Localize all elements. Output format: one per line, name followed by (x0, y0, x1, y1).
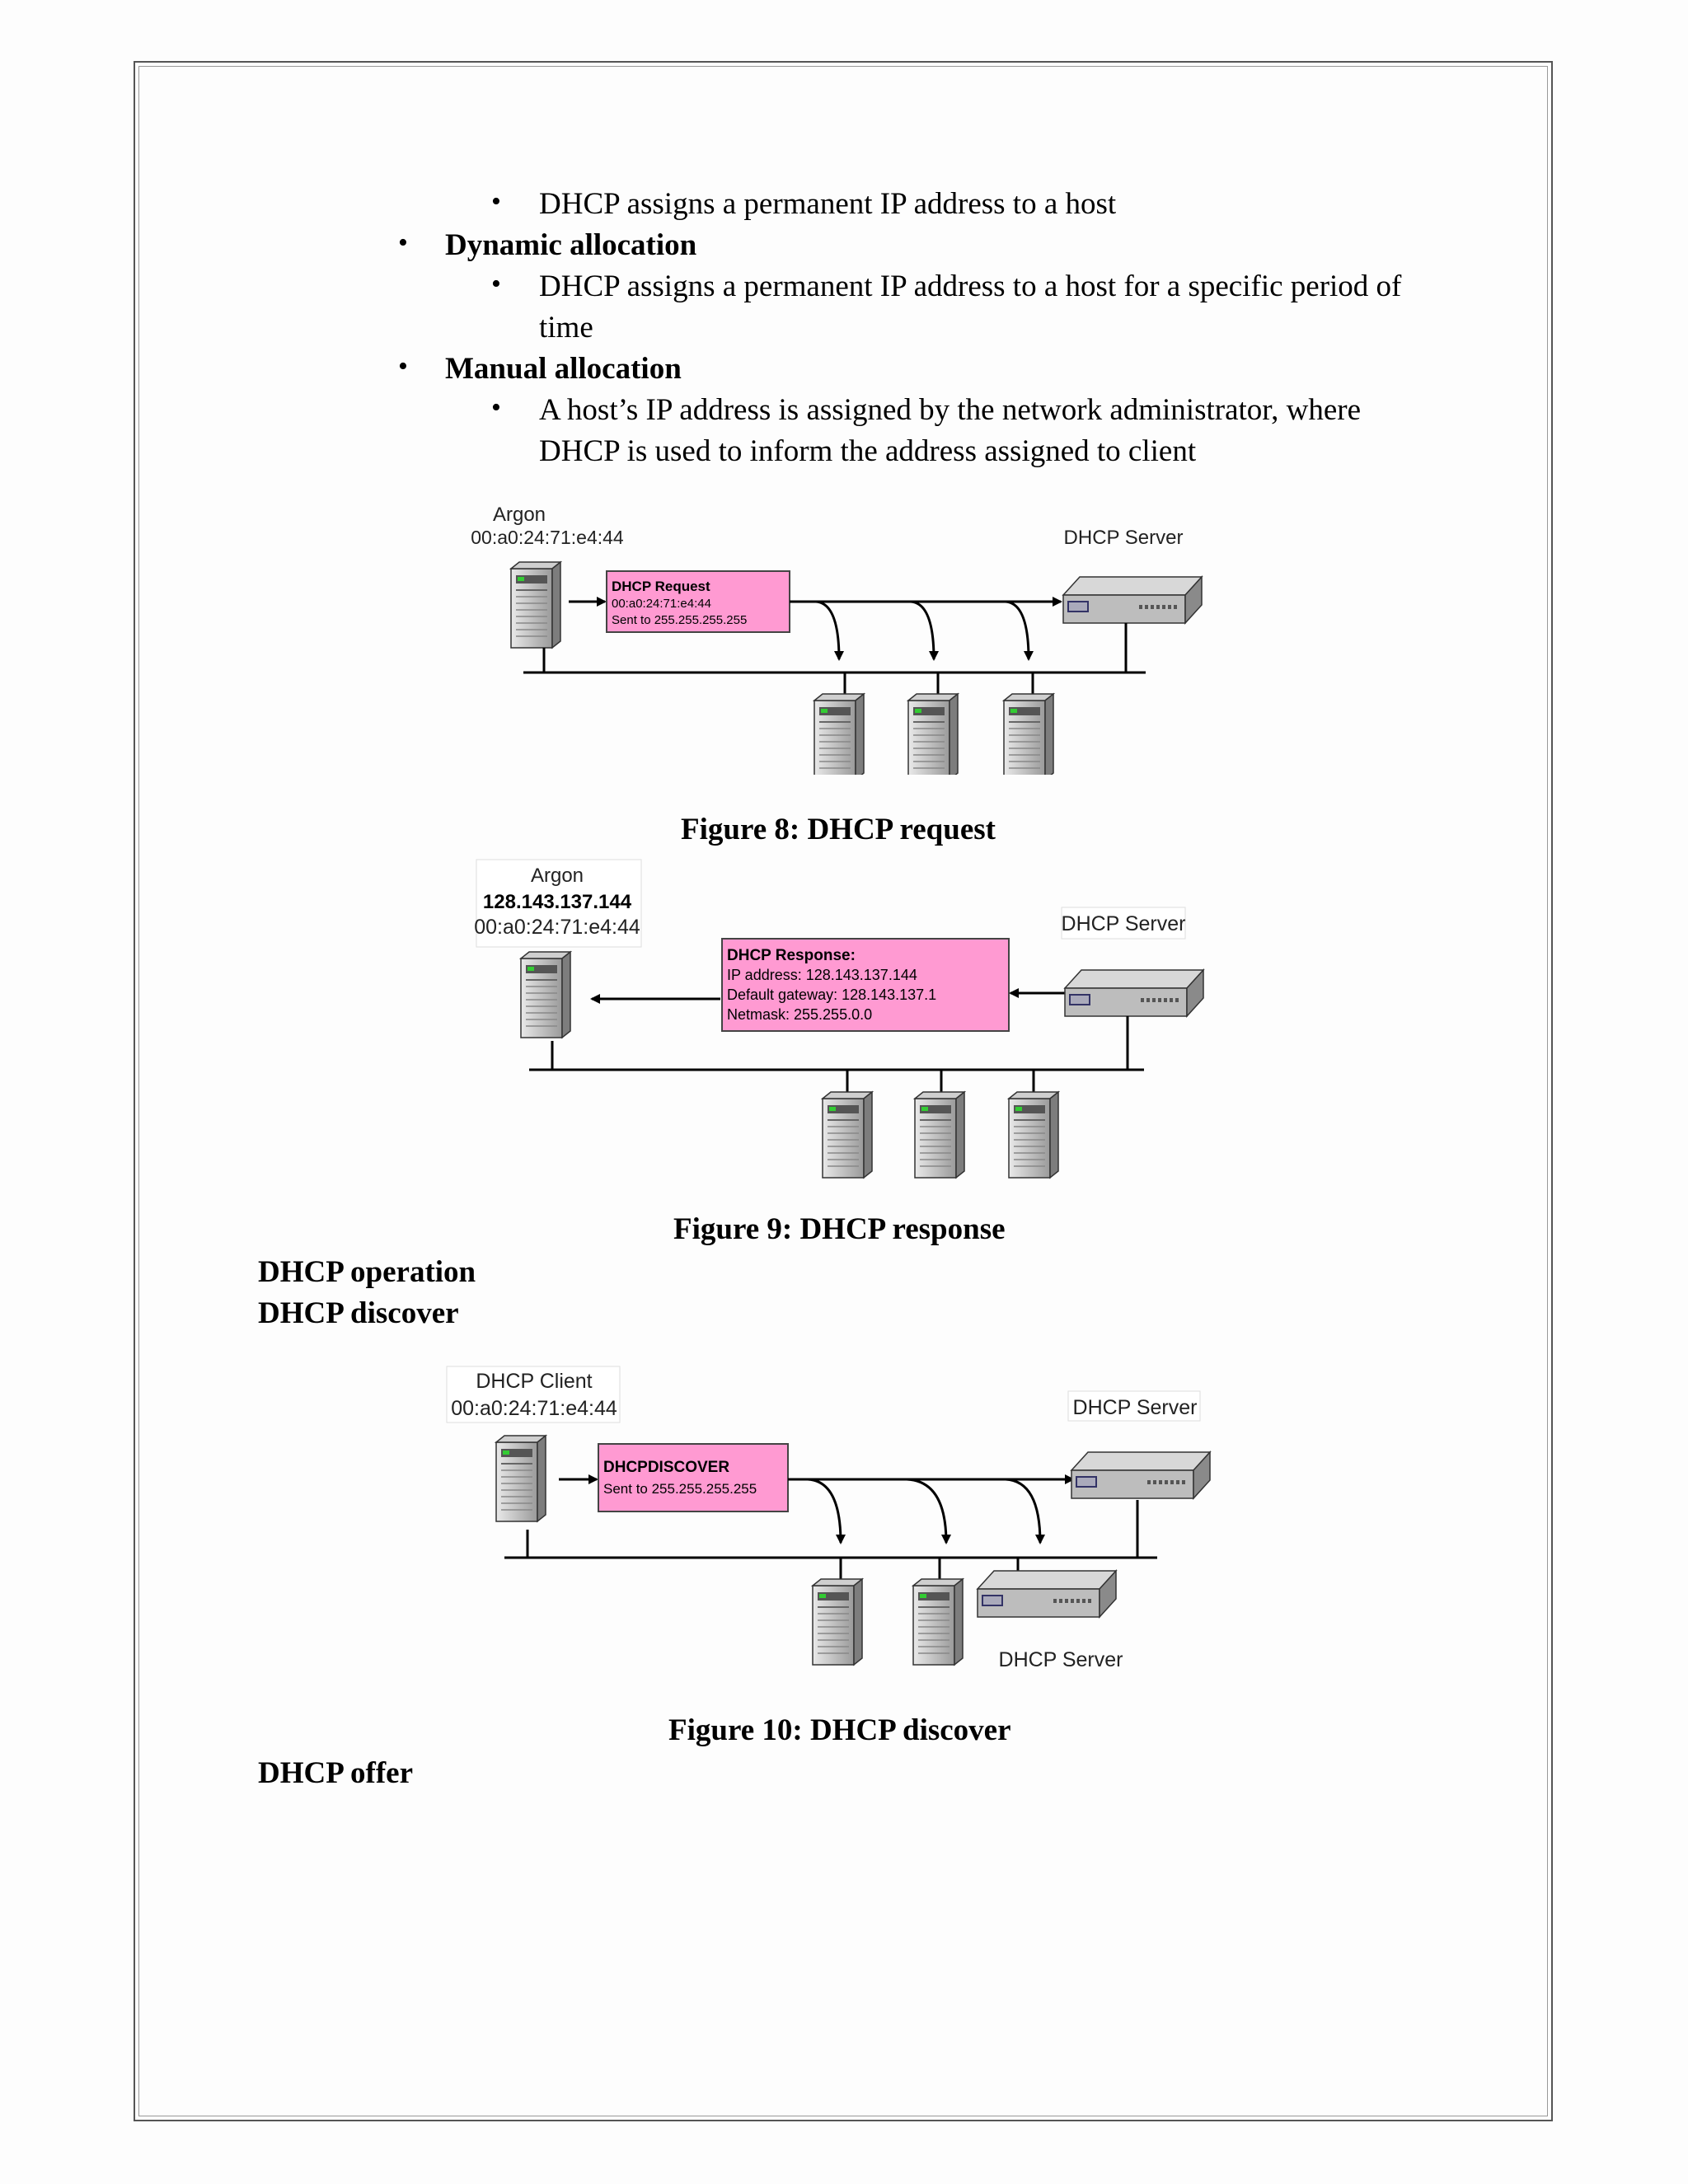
message-mac: 00:a0:24:71:e4:44 (612, 597, 711, 611)
network-computer-icon (1008, 1091, 1059, 1179)
network-computer-icon (822, 1091, 873, 1179)
network-computer-icon (812, 1578, 863, 1666)
bullet-mark: • (398, 351, 408, 382)
network-computer-icon (914, 1091, 965, 1179)
bullet-mark: • (491, 392, 501, 423)
dhcp-server-icon (1062, 576, 1203, 624)
bullet-mark: • (398, 227, 408, 258)
dynamic-allocation-heading: Dynamic allocation (445, 228, 697, 262)
manual-allocation-description-line2: DHCP is used to inform the address assig… (539, 434, 1197, 468)
dhcp-client-computer-icon (495, 1435, 546, 1522)
dynamic-allocation-description-line1: DHCP assigns a permanent IP address to a… (539, 269, 1402, 303)
server-label-top: DHCP Server (1073, 1396, 1198, 1419)
host-ip-label: 128.143.137.144 (483, 891, 632, 913)
server-label: DHCP Server (1062, 912, 1186, 935)
client-mac-label: 00:a0:24:71:e4:44 (451, 1397, 617, 1420)
dhcp-discover-message-box (598, 1443, 789, 1512)
host-mac-label: 00:a0:24:71:e4:44 (471, 527, 624, 548)
host-name-label: Argon (493, 504, 546, 526)
dhcp-server-icon (1071, 1451, 1211, 1499)
message-title: DHCPDISCOVER (603, 1459, 729, 1476)
dhcp-request-message-box (606, 570, 790, 633)
client-name-label: DHCP Client (476, 1370, 592, 1393)
message-netmask: Netmask: 255.255.0.0 (727, 1006, 872, 1023)
message-title: DHCP Request (612, 579, 710, 594)
figure-10-caption: Figure 10: DHCP discover (668, 1713, 1011, 1747)
host-mac-label: 00:a0:24:71:e4:44 (474, 916, 640, 939)
figure-9-diagram: Argon 128.143.137.144 00:a0:24:71:e4:44 … (474, 859, 1204, 1179)
dhcp-server-icon (1064, 969, 1204, 1017)
host-name-label: Argon (531, 865, 584, 887)
figure-8-caption: Figure 8: DHCP request (681, 813, 996, 846)
argon-computer-icon (510, 561, 561, 649)
figure-9-caption: Figure 9: DHCP response (673, 1212, 1006, 1246)
static-allocation-description: DHCP assigns a permanent IP address to a… (539, 187, 1117, 221)
page-border (134, 61, 1553, 2121)
dhcp-discover-heading: DHCP discover (258, 1296, 459, 1330)
dynamic-allocation-description-line2: time (539, 311, 593, 344)
network-computer-icon (1003, 693, 1054, 775)
message-title: DHCP Response: (727, 947, 856, 964)
dhcp-operation-heading: DHCP operation (258, 1255, 476, 1289)
page-border-inner (138, 66, 1548, 2116)
message-destination: Sent to 255.255.255.255 (603, 1481, 757, 1497)
network-computer-icon (907, 693, 959, 775)
server-label: DHCP Server (1064, 527, 1184, 549)
network-computer-icon (912, 1578, 964, 1666)
dhcp-response-message-box (721, 938, 1010, 1032)
server-label-bottom: DHCP Server (999, 1648, 1123, 1671)
figure-10-diagram: DHCP Client 00:a0:24:71:e4:44 DHCP Serve… (446, 1366, 1211, 1671)
message-destination: Sent to 255.255.255.255 (612, 613, 747, 627)
network-computer-icon (814, 693, 865, 775)
manual-allocation-heading: Manual allocation (445, 352, 682, 386)
message-default-gateway: Default gateway: 128.143.137.1 (727, 987, 936, 1003)
argon-computer-icon (520, 951, 571, 1038)
second-dhcp-server-icon (977, 1570, 1117, 1618)
dhcp-offer-heading: DHCP offer (258, 1756, 414, 1790)
manual-allocation-description-line1: A host’s IP address is assigned by the n… (539, 393, 1362, 427)
message-ip-address: IP address: 128.143.137.144 (727, 967, 917, 983)
figure-8-diagram: Argon 00:a0:24:71:e4:44 DHCP Server DHCP… (471, 504, 1203, 775)
bullet-mark: • (491, 269, 501, 299)
bullet-mark: • (491, 186, 501, 217)
